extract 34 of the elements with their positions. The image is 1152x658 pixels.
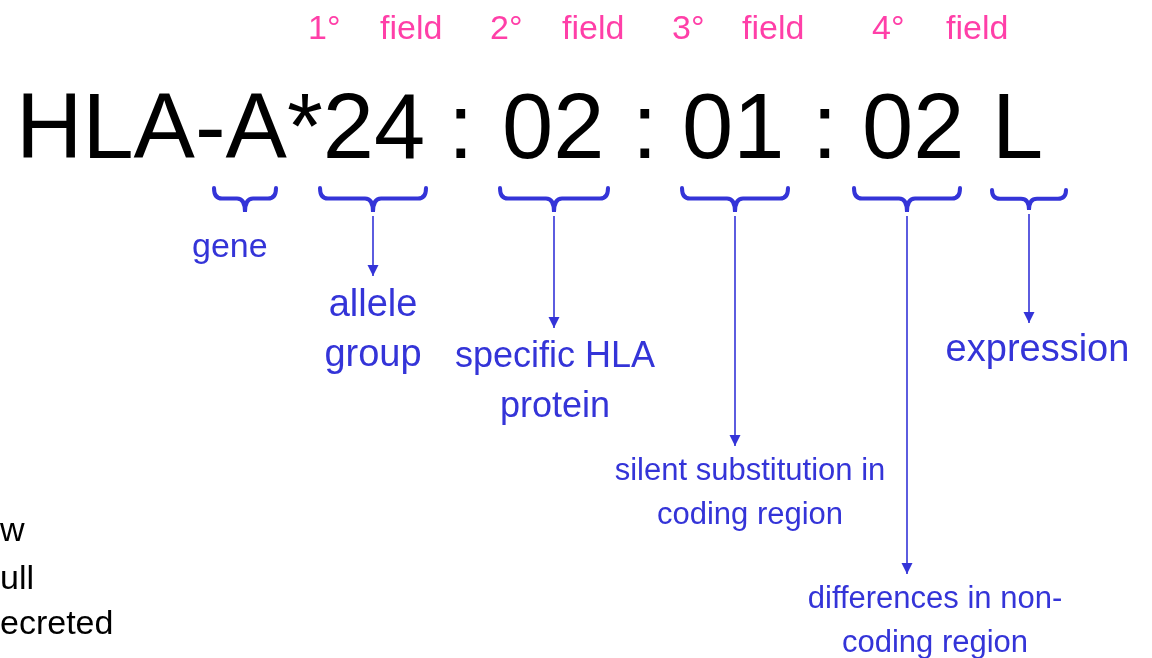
allele-name-part: 02 bbox=[502, 80, 605, 172]
field-label: field bbox=[562, 10, 625, 44]
arrow bbox=[729, 215, 741, 447]
curly-brace bbox=[990, 188, 1068, 212]
annotation-text: differences in non-coding region bbox=[770, 576, 1100, 658]
field-label: 2° bbox=[490, 10, 523, 44]
allele-name-part: 02 bbox=[862, 80, 965, 172]
arrow bbox=[548, 215, 560, 329]
arrow bbox=[367, 215, 379, 277]
arrow bbox=[901, 215, 913, 575]
annotation-text: gene bbox=[192, 228, 268, 262]
field-label: field bbox=[380, 10, 443, 44]
field-label: 3° bbox=[672, 10, 705, 44]
arrow bbox=[1023, 213, 1035, 324]
allele-name-part: : bbox=[448, 80, 474, 172]
field-label: field bbox=[742, 10, 805, 44]
list-text: ull bbox=[0, 560, 35, 594]
curly-brace bbox=[498, 186, 610, 214]
curly-brace bbox=[318, 186, 428, 214]
allele-name-part: : bbox=[812, 80, 838, 172]
field-label: 4° bbox=[872, 10, 905, 44]
field-label: 1° bbox=[308, 10, 341, 44]
allele-name-part: L bbox=[992, 80, 1044, 172]
annotation-text: silent substitution in coding region bbox=[600, 448, 900, 536]
allele-name-part: HLA-A*24 bbox=[16, 80, 426, 172]
list-text: w bbox=[0, 512, 25, 546]
list-text: ecreted bbox=[0, 605, 114, 639]
curly-brace bbox=[680, 186, 790, 214]
curly-brace bbox=[852, 186, 962, 214]
annotation-text: expression bbox=[930, 325, 1145, 371]
curly-brace bbox=[212, 186, 278, 214]
allele-name-part: 01 bbox=[682, 80, 785, 172]
allele-name-part: : bbox=[632, 80, 658, 172]
field-label: field bbox=[946, 10, 1009, 44]
